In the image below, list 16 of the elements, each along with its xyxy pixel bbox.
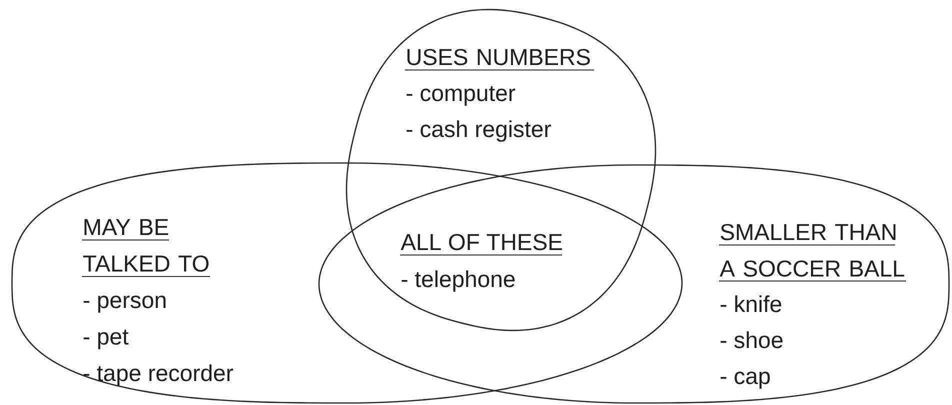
set-heading: USES NUMBERS [405,48,594,71]
list-item: - telephone [402,270,515,292]
set-heading: ALL OF THESE [400,234,562,256]
list-item: - person [84,296,166,313]
list-item: - tape recorder [84,364,234,386]
set-heading: SMALLER THAN A SOCCER BALL [719,224,906,282]
list-item: - shoe [720,331,783,348]
list-item: - cap [720,372,770,389]
list-item: - pet [84,330,128,350]
set-heading: MAY BE TALKED TO [82,219,210,278]
set-outline [346,8,656,332]
set-outline [318,164,950,404]
list-item: - knife [720,295,782,312]
list-item: - cash register [406,120,551,142]
set-outline [11,162,683,404]
list-item: - computer [406,86,516,106]
